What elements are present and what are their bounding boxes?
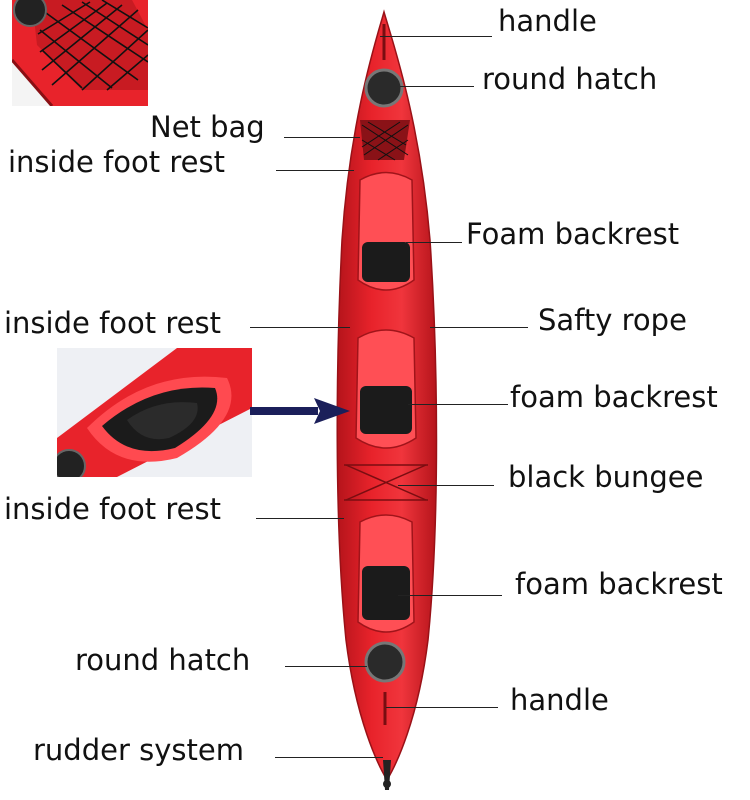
leader-inside-foot-rest-1	[276, 170, 354, 171]
label-inside-foot-rest-3: inside foot rest	[4, 492, 221, 526]
cockpit-inset-svg	[57, 348, 252, 477]
leader-handle-top	[380, 36, 492, 37]
label-round-hatch-top: round hatch	[482, 62, 658, 96]
pointer-arrow-icon	[250, 398, 350, 424]
leader-handle-bottom	[386, 707, 498, 708]
leader-safty-rope	[430, 327, 528, 328]
label-net-bag: Net bag	[150, 110, 265, 144]
label-foam-backrest-2: foam backrest	[510, 380, 718, 414]
leader-round-hatch-top	[400, 86, 474, 87]
foam-backrest-front	[362, 242, 410, 282]
label-inside-foot-rest-1: inside foot rest	[8, 145, 225, 179]
leader-inside-foot-rest-3	[256, 518, 344, 519]
leader-foam-backrest-1	[406, 242, 462, 243]
foam-backrest-middle	[360, 386, 412, 434]
label-foam-backrest-3: foam backrest	[515, 567, 723, 601]
leader-net-bag	[284, 137, 360, 138]
label-rudder-system: rudder system	[33, 733, 244, 767]
round-hatch-icon	[364, 641, 406, 683]
leader-rudder-system	[275, 757, 383, 758]
leader-round-hatch-bottom	[285, 666, 367, 667]
net-bag-inset-photo	[12, 0, 148, 106]
label-round-hatch-bottom: round hatch	[75, 643, 251, 677]
label-handle-top: handle	[498, 4, 597, 38]
black-bungee-mark	[344, 464, 428, 501]
foam-backrest-rear	[362, 566, 410, 620]
round-hatch-icon	[364, 68, 404, 108]
leader-foam-backrest-3	[398, 595, 502, 596]
label-safty-rope: Safty rope	[538, 303, 687, 337]
label-handle-bottom: handle	[510, 683, 609, 717]
round-hatch-icon	[13, 0, 47, 27]
net-bag-inset-svg	[12, 0, 148, 106]
label-black-bungee: black bungee	[508, 460, 704, 494]
leader-black-bungee	[398, 485, 494, 486]
leader-inside-foot-rest-2	[250, 327, 350, 328]
cockpit-inset-photo	[57, 348, 252, 477]
round-hatch-icon	[57, 449, 86, 477]
net-mesh	[37, 0, 148, 91]
net-bag-mesh	[361, 121, 409, 161]
leader-foam-backrest-2	[408, 404, 508, 405]
label-foam-backrest-1: Foam backrest	[466, 217, 680, 251]
label-inside-foot-rest-2: inside foot rest	[4, 306, 221, 340]
